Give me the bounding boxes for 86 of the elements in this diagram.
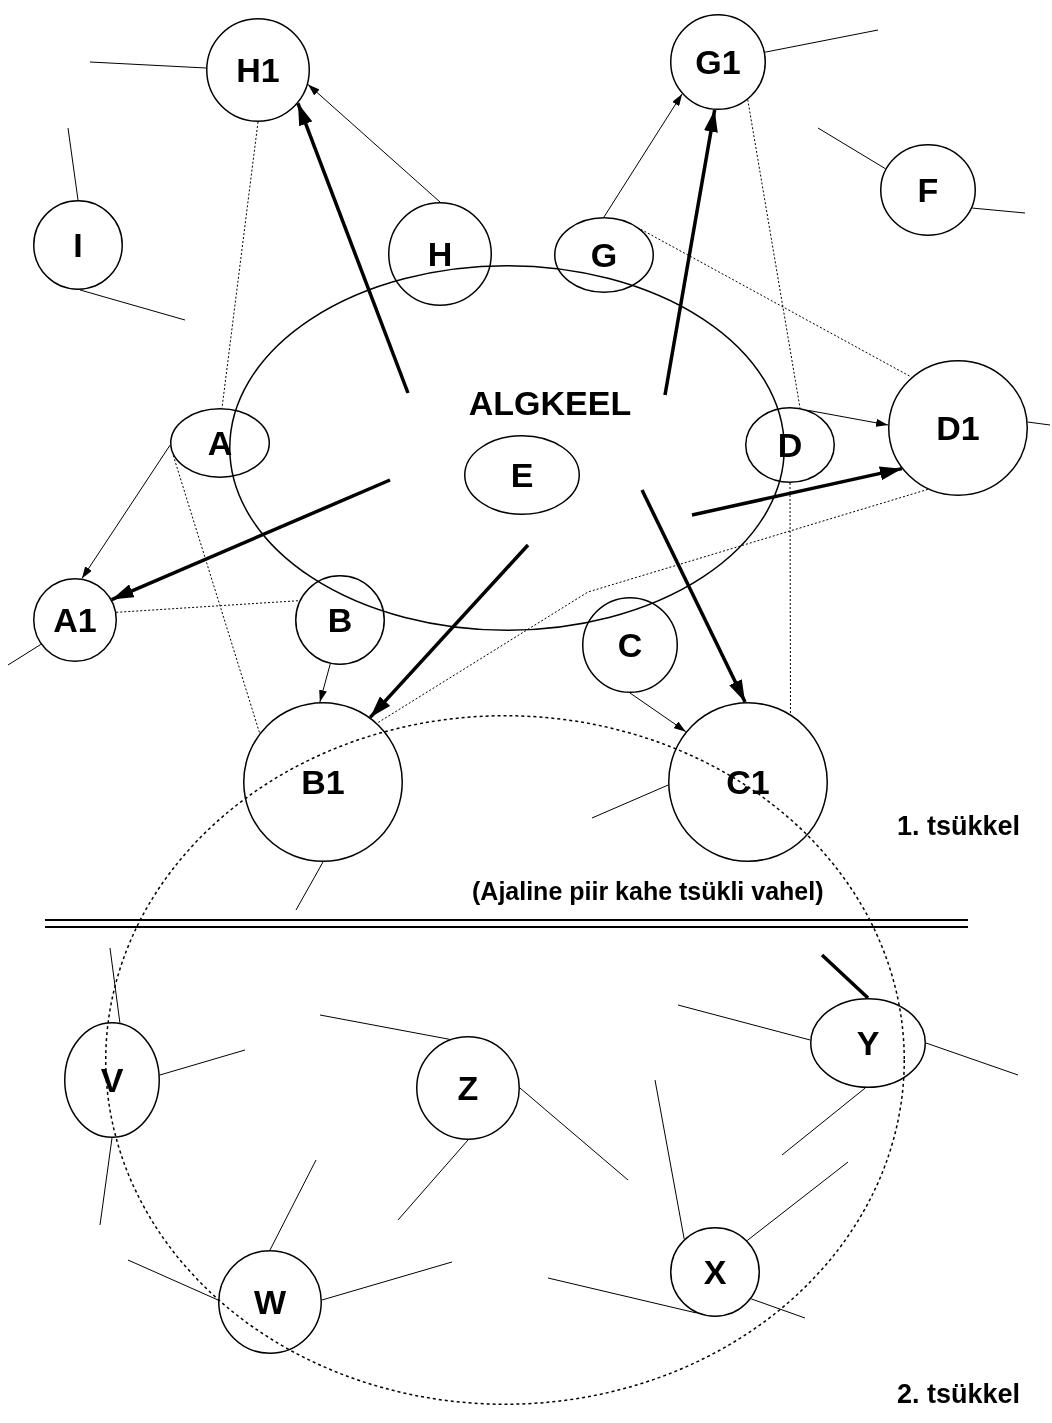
dotted-line [115, 600, 300, 613]
arrow [691, 466, 903, 517]
dotted-line [640, 228, 913, 378]
arrow [603, 93, 683, 218]
line [817, 127, 886, 170]
node-label: C1 [726, 765, 770, 799]
node-label: X [703, 1255, 727, 1289]
line [925, 1042, 1019, 1076]
ellipse-node [170, 408, 270, 478]
arrow [110, 478, 391, 602]
arrow [368, 543, 530, 719]
line [971, 207, 1026, 214]
line [319, 1014, 451, 1040]
ellipse-node [554, 217, 654, 293]
node-label: G1 [695, 45, 741, 79]
line [750, 1298, 806, 1319]
line [677, 1004, 811, 1041]
node-label: F [917, 173, 939, 207]
node-label: H [427, 237, 453, 271]
node-label: ALGKEEL [468, 386, 632, 420]
arrow [808, 409, 889, 427]
line [1027, 421, 1051, 426]
line [321, 1261, 453, 1301]
line [547, 1277, 697, 1314]
line [295, 861, 324, 911]
arrow [319, 663, 331, 703]
note-label: 2. tsükkel [896, 1380, 1020, 1410]
line [109, 947, 121, 1024]
line [99, 1137, 113, 1226]
dotted-line [747, 99, 801, 409]
dotted-line [221, 121, 259, 409]
node-label: E [510, 458, 534, 492]
circle-node [668, 702, 828, 862]
circle-node [582, 597, 678, 693]
node-label: Z [457, 1071, 479, 1105]
dotted-line [789, 482, 791, 715]
dotted-line [172, 454, 261, 734]
line [79, 289, 186, 321]
ellipse-node [464, 435, 580, 515]
line [764, 29, 879, 53]
circle-node [243, 702, 403, 862]
line [397, 1139, 469, 1221]
arrow [663, 109, 718, 396]
line [269, 1159, 317, 1251]
line [820, 953, 870, 1000]
line [67, 127, 79, 201]
dotted-line [376, 488, 929, 724]
node-label: D1 [936, 411, 980, 445]
node-label: V [100, 1063, 124, 1097]
circle-node [295, 575, 385, 665]
circle-node [33, 200, 123, 290]
arrow [81, 444, 171, 580]
ellipse-node [64, 1022, 160, 1138]
line [159, 1049, 246, 1076]
note-label: (Ajaline piir kahe tsükli vahel) [472, 878, 824, 906]
line [127, 1259, 219, 1301]
line [519, 1087, 629, 1181]
ellipse-node [810, 998, 926, 1088]
circle-node [388, 202, 492, 306]
node-label: G [590, 238, 618, 272]
ellipse-node [880, 144, 976, 236]
arrow [640, 489, 747, 703]
circle-node [33, 578, 117, 662]
arrow [629, 692, 687, 733]
node-label: B [327, 603, 353, 637]
node-label: Y [856, 1026, 880, 1060]
arrow [296, 102, 410, 394]
node-label: A1 [53, 603, 97, 637]
node-label: B1 [301, 765, 345, 799]
node-label: C [617, 628, 643, 662]
ellipse-node [745, 407, 835, 483]
circle-node [670, 14, 766, 110]
line [89, 61, 207, 69]
note-label: 1. tsükkel [896, 812, 1020, 842]
ellipse-node [888, 360, 1028, 496]
node-label: W [253, 1285, 287, 1319]
circle-node [416, 1036, 520, 1140]
line [7, 643, 42, 666]
node-label: I [73, 228, 83, 262]
line [591, 784, 669, 819]
circle-node [206, 18, 310, 122]
arrow [307, 83, 441, 203]
line [654, 1079, 685, 1240]
line [746, 1161, 849, 1242]
line [781, 1087, 866, 1156]
node-label: H1 [236, 53, 280, 87]
